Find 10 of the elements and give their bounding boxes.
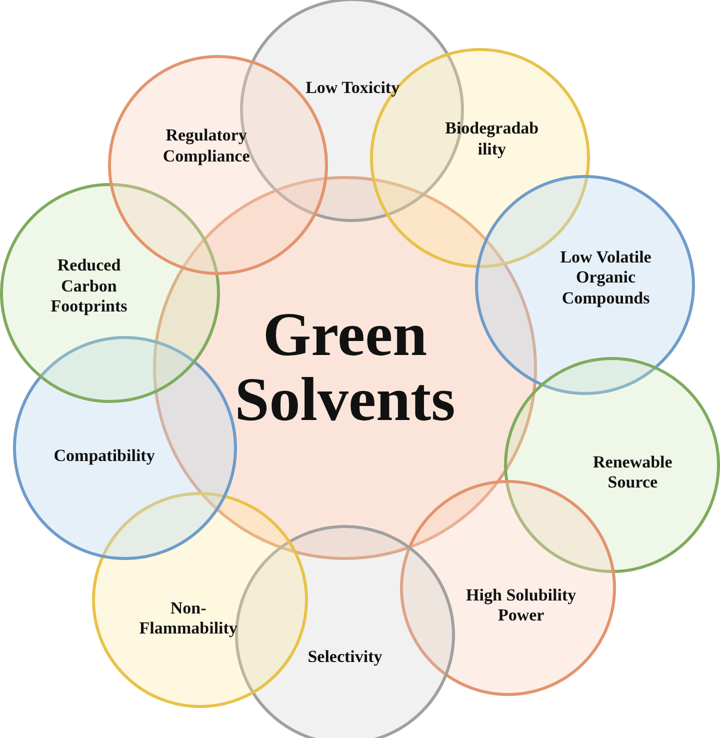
circle-label: Renewable Source xyxy=(592,452,674,493)
circle-label: Reduced Carbon Footprints xyxy=(50,256,128,317)
circle-label: High Solubility Power xyxy=(465,585,578,626)
circle-label: Biodegradab ility xyxy=(444,119,540,160)
circle-label: Regulatory Compliance xyxy=(162,126,251,167)
circle-label: Selectivity xyxy=(306,646,384,668)
circle-label: Non- Flammability xyxy=(138,598,238,640)
circle-label: Low Volatile Organic Compounds xyxy=(559,247,652,308)
circle-label: Compatibility xyxy=(52,445,156,466)
title-text: Green Solvents xyxy=(234,302,456,434)
